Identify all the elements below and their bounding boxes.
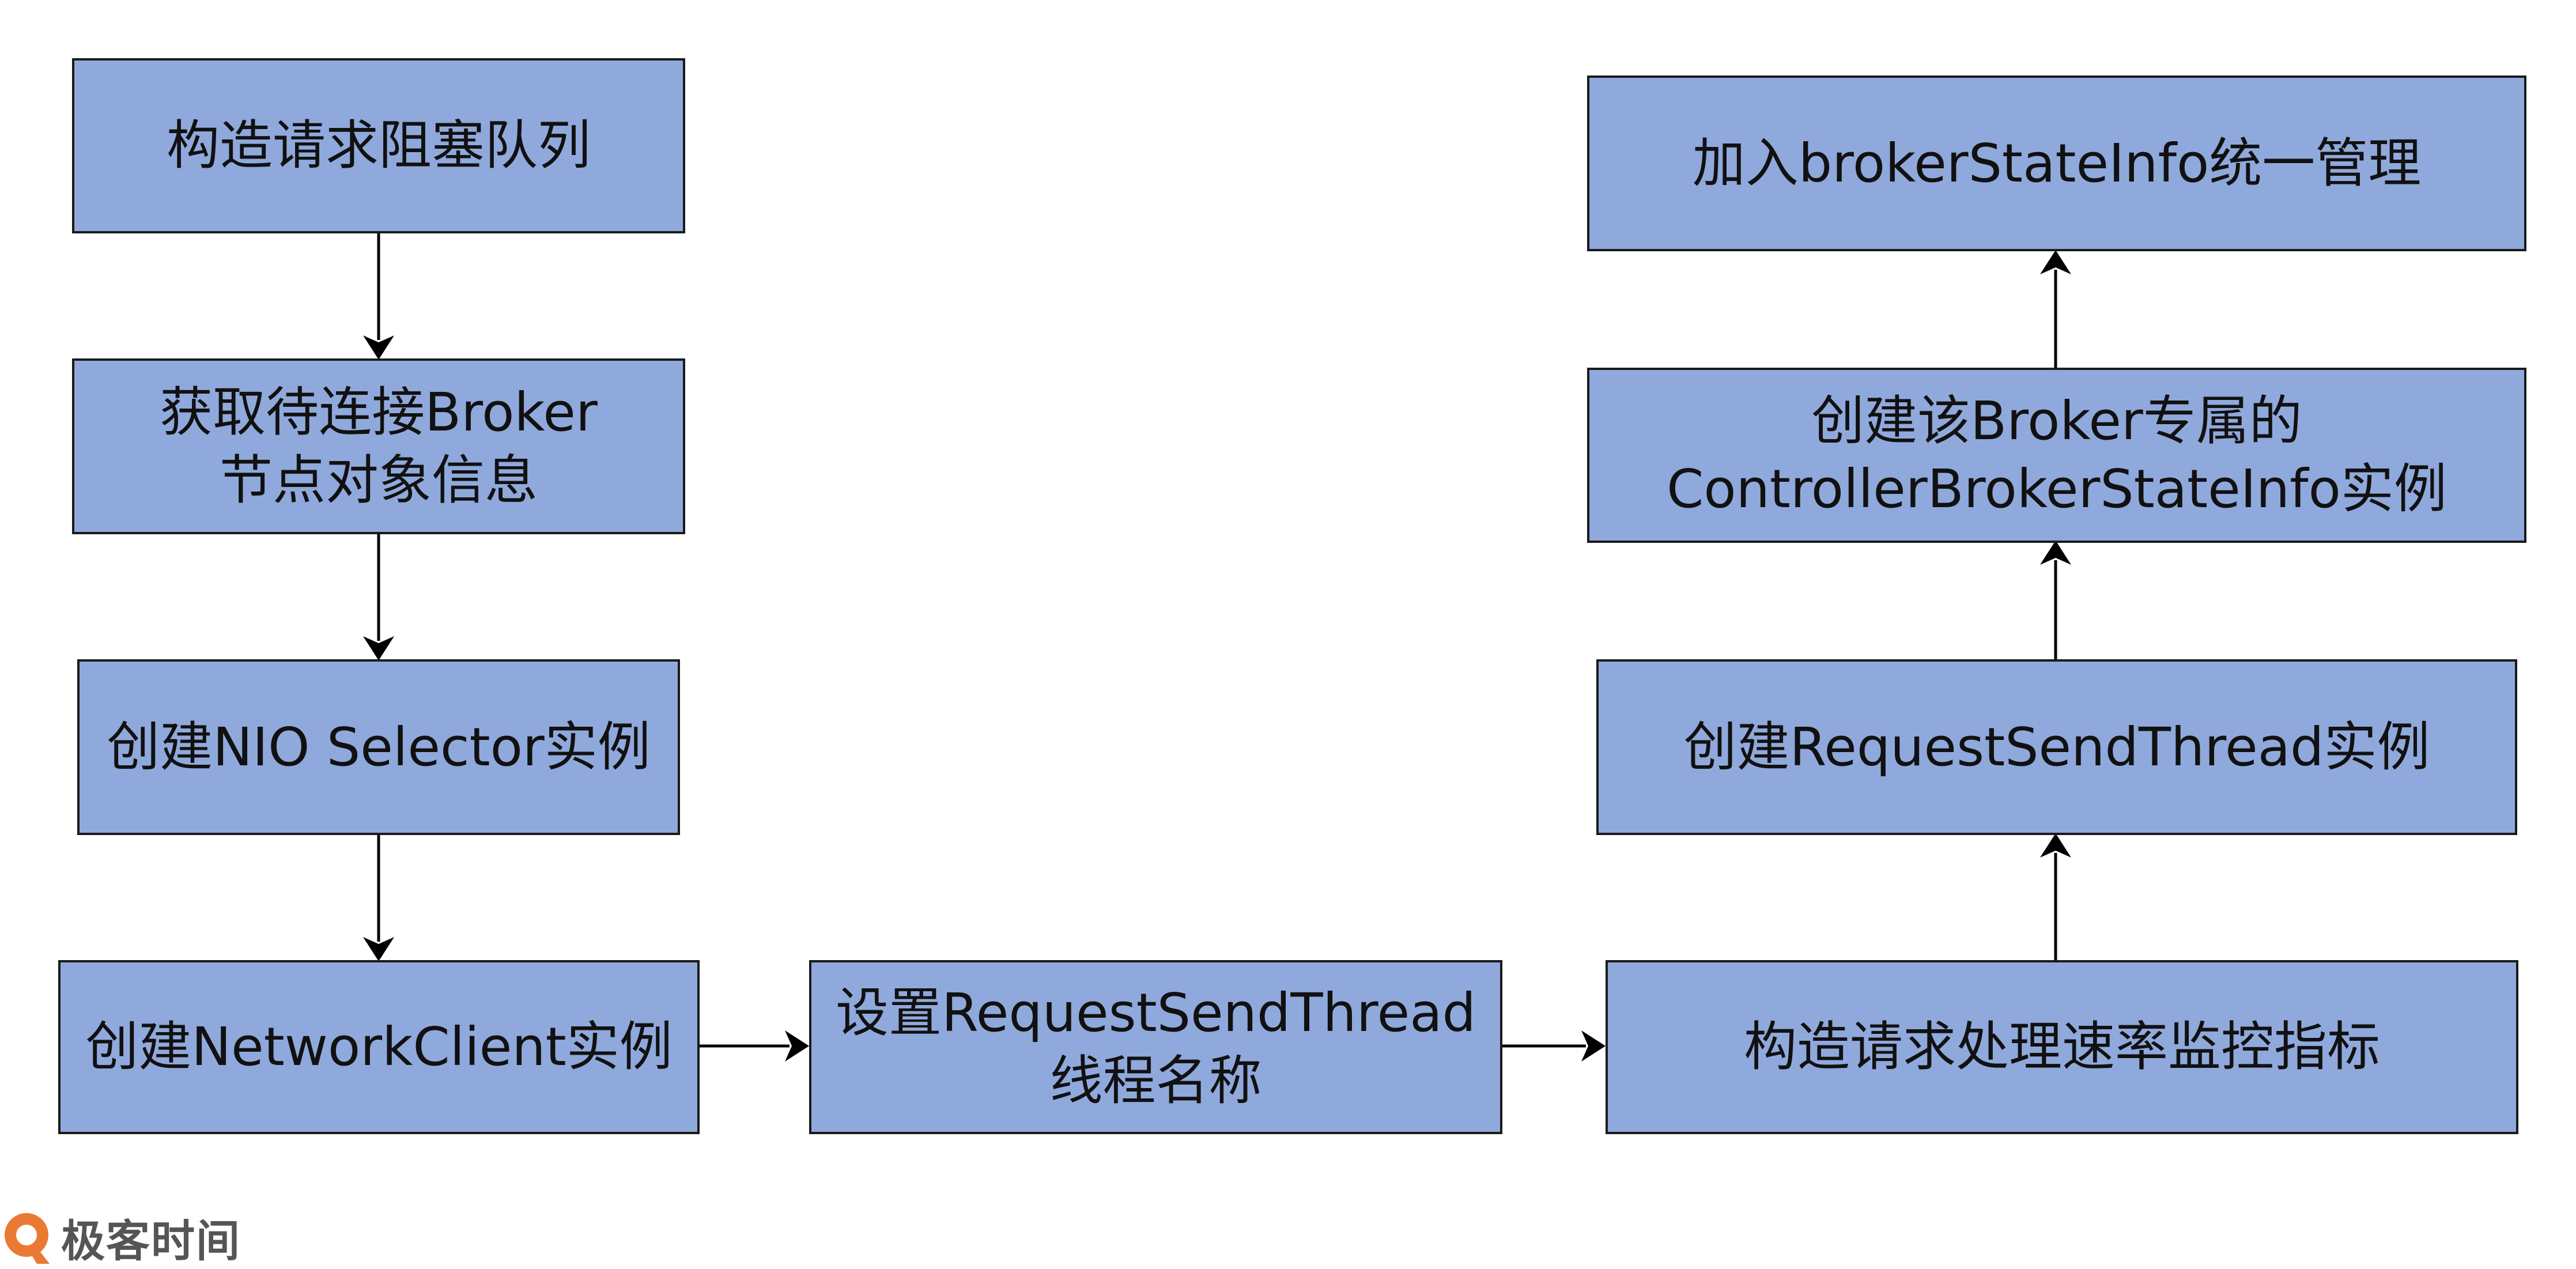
step-build-rate-metrics: 构造请求处理速率监控指标 (1606, 960, 2518, 1134)
step-get-broker-node-info: 获取待连接Broker 节点对象信息 (72, 358, 685, 534)
step-label-line-1: 获取待连接Broker (160, 381, 598, 443)
arrow-n2-to-n3 (363, 533, 394, 660)
geektime-watermark: 极客时间 (0, 1206, 241, 1269)
arrow-n8-to-n9 (2040, 250, 2071, 368)
step-label: 创建NetworkClient实例 (85, 1016, 673, 1078)
step-create-request-send-thread: 创建RequestSendThread实例 (1596, 659, 2517, 835)
step-create-nio-selector: 创建NIO Selector实例 (77, 659, 680, 835)
step-label-line-1: 创建该Broker专属的 (1811, 390, 2302, 452)
geektime-logo-icon (5, 1213, 50, 1264)
step-label: 创建RequestSendThread实例 (1683, 716, 2430, 778)
step-label-line-2: ControllerBrokerStateInfo实例 (1667, 458, 2447, 520)
step-label: 构造请求阻塞队列 (166, 115, 591, 176)
arrow-n4-to-n5 (699, 1030, 809, 1062)
step-create-network-client: 创建NetworkClient实例 (58, 960, 700, 1134)
step-label: 加入brokerStateInfo统一管理 (1692, 132, 2422, 194)
step-build-request-queue: 构造请求阻塞队列 (72, 58, 685, 233)
step-label: 构造请求处理速率监控指标 (1743, 1016, 2380, 1078)
arrow-n5-to-n6 (1502, 1030, 1606, 1062)
arrow-n3-to-n4 (363, 834, 394, 961)
step-set-thread-name: 设置RequestSendThread 线程名称 (809, 960, 1502, 1134)
step-label-line-1: 设置RequestSendThread (835, 982, 1476, 1044)
step-create-broker-state-info: 创建该Broker专属的 ControllerBrokerStateInfo实例 (1587, 368, 2526, 543)
step-label-line-2: 线程名称 (1049, 1050, 1262, 1112)
step-add-to-broker-state-info: 加入brokerStateInfo统一管理 (1587, 75, 2526, 251)
arrow-n6-to-n7 (2040, 833, 2071, 961)
watermark-text: 极客时间 (61, 1215, 241, 1267)
step-label: 创建NIO Selector实例 (107, 716, 651, 778)
step-label-line-2: 节点对象信息 (219, 449, 538, 511)
arrow-n7-to-n8 (2040, 541, 2071, 660)
arrow-n1-to-n2 (363, 232, 394, 360)
